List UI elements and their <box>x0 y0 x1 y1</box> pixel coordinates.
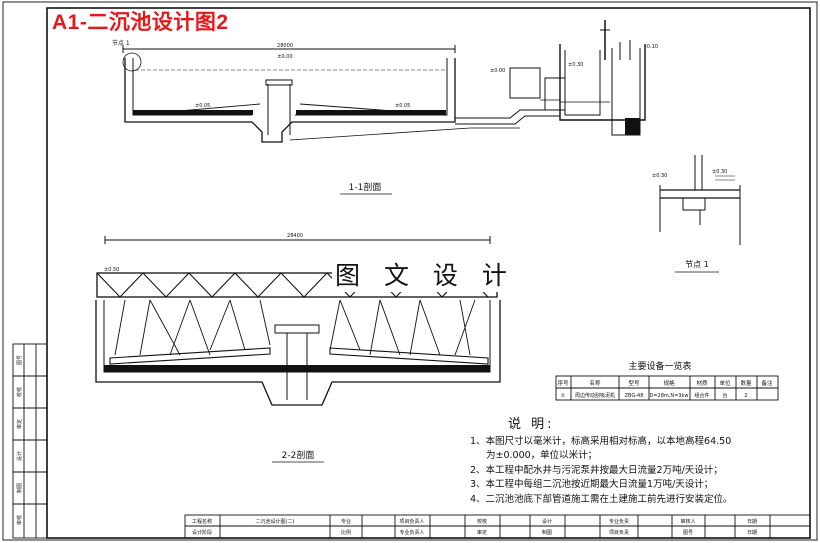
title-block <box>184 514 811 539</box>
elev-3: ±0.05 <box>395 103 410 109</box>
tb-r1-6: 专业负责 <box>609 518 629 525</box>
note-line-3: 3、本工程中每组二沉池按近期最大日流量1万吨/天设计； <box>470 479 714 490</box>
node-1-caption: 节点 1 <box>685 260 709 269</box>
note-line-4: 4、二沉池池底下部管道施工需在土建施工前先进行安装定位。 <box>470 493 733 505</box>
equipment-table-title: 主要设备一览表 <box>628 360 691 372</box>
tb-r1-2: 专业 <box>341 518 351 525</box>
tb-r1-0: 工程名称 <box>192 518 212 525</box>
sheet-badge-title: A1-二沉池设计图2 <box>52 11 229 34</box>
side-label-3: 设计 <box>16 451 23 461</box>
section-1-1-caption: 1-1剖面 <box>349 181 382 193</box>
elev-2-2: ±0.50 <box>104 267 119 273</box>
th-6: 数量 <box>740 379 752 387</box>
tb-r2-3: 审定 <box>477 529 487 536</box>
tb-r2-1: 比例 <box>341 529 351 536</box>
node-1-detail <box>659 155 741 245</box>
td-5: 台 <box>722 392 727 399</box>
tb-r1-8: 日期 <box>747 519 757 525</box>
tb-r2-4: 制图 <box>542 529 552 536</box>
notes-title: 说 明: <box>508 417 555 432</box>
side-label-4: 制图 <box>16 483 23 493</box>
dim-2-2-text: 28400 <box>287 233 303 239</box>
side-label-2: 审定 <box>16 419 23 429</box>
watermark-text: 图 文 设 计 <box>332 256 518 292</box>
tb-r2-0: 设计阶段 <box>192 529 212 536</box>
th-7: 备注 <box>761 379 773 387</box>
td-2: ZBG-48 <box>625 393 644 399</box>
th-0: 序号 <box>557 379 569 387</box>
side-label-5: 审核 <box>16 515 23 525</box>
elev-4: ±0.00 <box>490 68 505 74</box>
equipment-table-header: 序号 名称 型号 规格 材质 单位 数量 备注 <box>557 379 773 387</box>
node-elev-2: ±0.30 <box>712 169 727 175</box>
td-3: D=28m,N=3kw <box>650 393 689 399</box>
tb-r1-5: 设计 <box>542 518 552 525</box>
tb-r1-4: 校核 <box>477 518 487 525</box>
section-2-2-caption: 2-2剖面 <box>282 449 315 461</box>
title-block-row1: 工程名称 二沉池设计图(二) 专业 项目负责人 校核 设计 专业负责 审核人 日… <box>192 518 757 525</box>
node-elev-1: ±0.30 <box>652 173 667 179</box>
node-tag-text: 节点 1 <box>112 39 130 47</box>
td-1: 周边传动刮吸泥机 <box>575 392 615 399</box>
side-strip-labels: 图号 校核 审定 设计 制图 审核 <box>16 355 23 525</box>
equipment-table-row: ① 周边传动刮吸泥机 ZBG-48 D=28m,N=3kw 组合件 台 2 <box>561 392 748 399</box>
tb-r1-7: 审核人 <box>680 518 695 525</box>
th-5: 单位 <box>719 379 731 387</box>
elev-1: ±0.00 <box>277 54 292 60</box>
elev-6: -0.10 <box>645 44 658 50</box>
tb-r2-2: 专业负责人 <box>399 529 424 536</box>
note-line-1: 1、本图尺寸以毫米计，标高采用相对标高，以本地高程64.50 <box>470 435 732 447</box>
elev-5: ±0.30 <box>568 62 583 68</box>
tb-r1-3: 项目负责人 <box>399 518 424 525</box>
dim-1-1-text: 28000 <box>277 43 293 49</box>
th-3: 规格 <box>663 379 675 387</box>
equipment-table <box>555 375 779 401</box>
th-2: 型号 <box>628 379 640 387</box>
td-4: 组合件 <box>694 392 709 399</box>
title-block-row2: 设计阶段 比例 专业负责人 审定 制图 项目负责 图号 日期 <box>192 529 757 536</box>
side-label-1: 校核 <box>16 387 23 397</box>
side-label-0: 图号 <box>17 355 23 365</box>
section-2-2 <box>95 236 501 406</box>
tb-r2-5: 项目负责 <box>609 529 629 536</box>
side-strip <box>12 343 48 539</box>
td-0: ① <box>561 393 566 399</box>
elev-2: ±0.05 <box>195 103 210 109</box>
design-notes: 说 明: 1、本图尺寸以毫米计，标高采用相对标高，以本地高程64.50 为±0.… <box>470 417 800 507</box>
note-line-1b: 为±0.000，单位以米计； <box>486 450 598 461</box>
tb-r1-1: 二沉池设计图(二) <box>256 518 295 525</box>
th-4: 材质 <box>696 379 708 387</box>
td-6: 2 <box>744 393 747 399</box>
th-1: 名称 <box>589 379 601 387</box>
note-line-2: 2、本工程中配水井与污泥泵井按最大日流量2万吨/天设计； <box>470 464 723 476</box>
tb-r2-6: 图号 <box>683 530 693 536</box>
section-1-1 <box>122 20 646 143</box>
tb-r2-7: 日期 <box>747 530 757 536</box>
